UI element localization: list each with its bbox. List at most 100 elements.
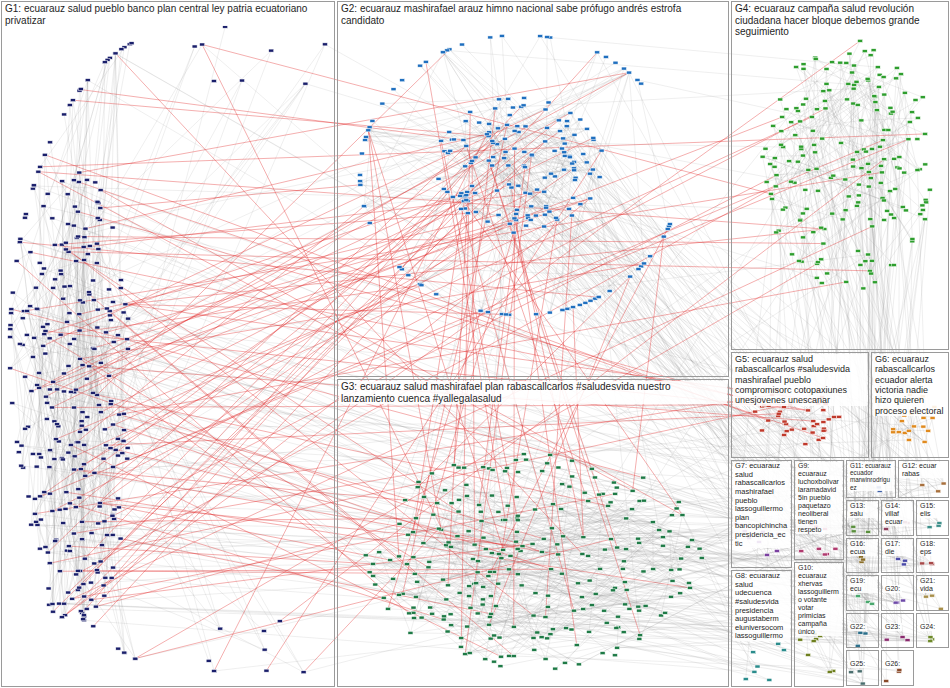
graph-vertex: [47, 388, 52, 391]
graph-vertex: [784, 108, 789, 111]
graph-vertex: [507, 222, 512, 225]
graph-vertex: [779, 143, 784, 146]
graph-vertex: [874, 109, 879, 112]
graph-vertex: [859, 167, 864, 170]
graph-vertex: [587, 172, 592, 175]
graph-vertex: [105, 534, 110, 537]
graph-vertex: [552, 175, 557, 178]
graph-edge: [463, 140, 895, 603]
graph-edge: [524, 152, 574, 168]
graph-edge: [38, 172, 824, 229]
graph-vertex: [50, 610, 55, 613]
graph-edge: [880, 75, 909, 140]
graph-edge: [11, 80, 87, 309]
graph-vertex: [30, 355, 35, 358]
graph-vertex: [77, 586, 82, 589]
graph-vertex: [528, 192, 533, 195]
graph-vertex: [45, 323, 50, 326]
graph-vertex: [491, 156, 496, 159]
graph-edge: [79, 73, 629, 173]
graph-vertex: [78, 357, 83, 360]
graph-edge: [38, 309, 71, 445]
graph-vertex: [43, 329, 48, 332]
graph-vertex: [516, 184, 521, 187]
graph-vertex: [814, 276, 819, 279]
graph-vertex: [561, 168, 566, 171]
graph-vertex: [473, 210, 478, 213]
graph-vertex: [50, 406, 55, 409]
graph-vertex: [59, 616, 64, 619]
graph-vertex: [578, 118, 583, 121]
graph-vertex: [34, 465, 39, 468]
graph-vertex: [88, 581, 93, 584]
graph-vertex: [97, 505, 102, 508]
graph-vertex: [47, 492, 52, 495]
graph-vertex: [125, 347, 130, 350]
graph-vertex: [890, 110, 895, 113]
graph-edge: [511, 188, 576, 646]
graph-vertex: [915, 138, 920, 141]
graph-vertex: [120, 439, 125, 442]
graph-edge: [101, 190, 683, 515]
graph-vertex: [95, 308, 100, 311]
graph-vertex: [71, 532, 76, 535]
graph-vertex: [898, 73, 903, 76]
graph-vertex: [493, 107, 498, 110]
graph-vertex: [495, 127, 500, 130]
graph-edge: [785, 208, 851, 673]
graph-vertex: [873, 101, 878, 104]
graph-vertex: [893, 187, 898, 190]
graph-edge: [781, 63, 840, 145]
graph-edge: [98, 175, 776, 523]
graph-edge: [368, 130, 399, 556]
graph-edge: [573, 307, 583, 537]
vertices: [8, 25, 946, 685]
graph-edge: [633, 237, 664, 491]
graph-vertex: [108, 447, 113, 450]
graph-vertex: [107, 314, 112, 317]
graph-vertex: [44, 417, 49, 420]
graph-edge: [487, 73, 629, 135]
graph-vertex: [458, 194, 463, 197]
graph-vertex: [597, 176, 602, 179]
graph-vertex: [872, 95, 877, 98]
graph-edge: [461, 209, 574, 611]
graph-edge: [444, 73, 629, 189]
graph-vertex: [856, 201, 861, 204]
graph-vertex: [515, 125, 520, 128]
graph-edge: [570, 73, 629, 113]
graph-vertex: [924, 201, 929, 204]
graph-edge: [537, 151, 602, 190]
graph-edge: [24, 172, 882, 311]
graph-edge: [70, 503, 444, 619]
graph-vertex: [62, 602, 67, 605]
graph-vertex: [78, 430, 83, 433]
graph-edge: [890, 191, 944, 483]
graph-vertex: [852, 83, 857, 86]
graph-vertex: [497, 98, 502, 101]
graph-vertex: [98, 361, 103, 364]
graph-edge: [545, 216, 571, 618]
graph-vertex: [65, 320, 70, 323]
graph-vertex: [584, 127, 589, 130]
graph-vertex: [47, 337, 52, 340]
graph-vertex: [773, 185, 778, 188]
graph-edge: [629, 73, 644, 264]
graph-vertex: [556, 119, 561, 122]
graph-vertex: [764, 180, 769, 183]
graph-vertex: [101, 584, 106, 587]
graph-vertex: [80, 364, 85, 367]
graph-vertex: [856, 194, 861, 197]
graph-vertex: [94, 242, 99, 245]
graph-edge: [100, 503, 523, 546]
graph-edge: [76, 117, 782, 390]
graph-vertex: [30, 452, 35, 455]
graph-vertex: [856, 249, 861, 252]
graph-vertex: [68, 443, 73, 446]
graph-vertex: [529, 153, 534, 156]
graph-edge: [78, 141, 492, 590]
graph-vertex: [123, 303, 128, 306]
graph-edge: [280, 159, 884, 621]
graph-vertex: [116, 497, 121, 500]
graph-vertex: [42, 491, 47, 494]
